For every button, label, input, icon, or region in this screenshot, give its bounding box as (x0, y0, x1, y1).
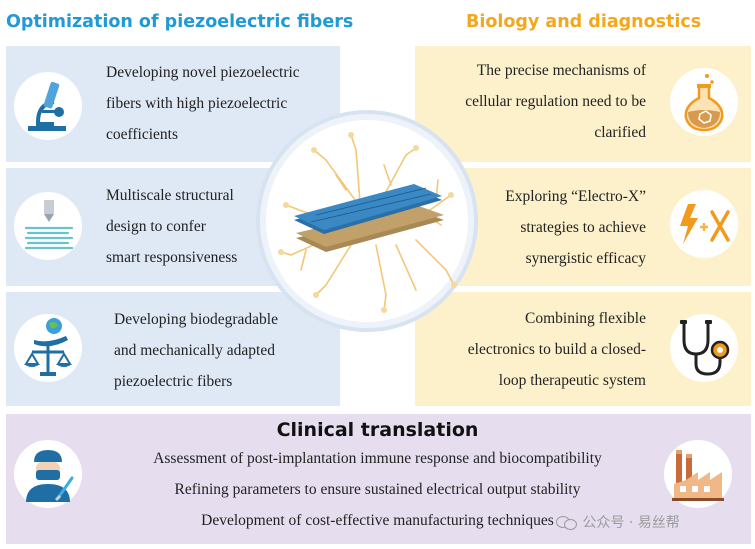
microscope-circle (14, 72, 82, 140)
optimization-title: Optimization of piezoelectric fibers (6, 12, 354, 32)
text-line: Developing biodegradable (114, 311, 278, 328)
flask-icon (684, 74, 724, 132)
factory-icon (672, 450, 724, 501)
text-line: electronics to build a closed- (467, 341, 646, 358)
clinical-title: Clinical translation (276, 419, 479, 441)
stethoscope-icon (680, 320, 730, 376)
text-line: loop therapeutic system (498, 372, 646, 389)
surgeon-icon (26, 450, 74, 502)
text-line: and mechanically adapted (114, 342, 275, 359)
factory-circle (664, 440, 732, 508)
text-line: smart responsiveness (106, 249, 238, 266)
surgeon-circle (14, 440, 82, 508)
hand-globe-scale-icon (24, 318, 72, 376)
biology-text-3: Combining flexible electronics to build … (420, 303, 646, 396)
text-line: Multiscale structural (106, 187, 234, 204)
printer-circle (14, 192, 82, 260)
clinical-panel (6, 414, 751, 544)
text-line: Combining flexible (525, 310, 646, 327)
biology-title: Biology and diagnostics (466, 12, 702, 32)
clinical-item-2: Refining parameters to ensure sustained … (174, 481, 581, 498)
optimization-text-2: Multiscale structural design to confer s… (106, 180, 237, 273)
microscope-icon (28, 81, 66, 131)
lightning-plus-x-icon (680, 204, 730, 244)
watermark: 公众号 · 易丝帮 (556, 512, 680, 532)
text-line: Exploring “Electro-X” (505, 188, 646, 205)
text-line: coefficients (106, 126, 179, 143)
biology-text-2: Exploring “Electro-X” strategies to achi… (420, 181, 646, 274)
clinical-item-3: Development of cost-effective manufactur… (201, 512, 554, 529)
center-circle (266, 120, 468, 322)
wechat-icon (556, 515, 578, 530)
biology-text-1: The precise mechanisms of cellular regul… (420, 55, 646, 148)
text-line: design to confer (106, 218, 206, 235)
text-line: piezoelectric fibers (114, 373, 233, 390)
stethoscope-circle (670, 314, 738, 382)
text-line: strategies to achieve (520, 219, 646, 236)
flask-circle (670, 68, 738, 136)
text-line: clarified (594, 124, 646, 141)
clinical-item-1: Assessment of post-implantation immune r… (153, 450, 602, 467)
text-line: Developing novel piezoelectric (106, 64, 300, 81)
text-line: fibers with high piezoelectric (106, 95, 288, 112)
optimization-text-1: Developing novel piezoelectric fibers wi… (106, 57, 300, 150)
piezoelectric-fiber-icon (278, 132, 457, 313)
watermark-text: 公众号 · 易丝帮 (582, 515, 680, 531)
optimization-text-3: Developing biodegradable and mechanicall… (114, 304, 278, 397)
electro-circle (670, 190, 738, 258)
text-line: The precise mechanisms of (476, 62, 646, 79)
3d-printer-icon (24, 200, 74, 250)
text-line: cellular regulation need to be (465, 93, 646, 110)
scale-circle (14, 314, 82, 382)
text-line: synergistic efficacy (525, 250, 646, 267)
